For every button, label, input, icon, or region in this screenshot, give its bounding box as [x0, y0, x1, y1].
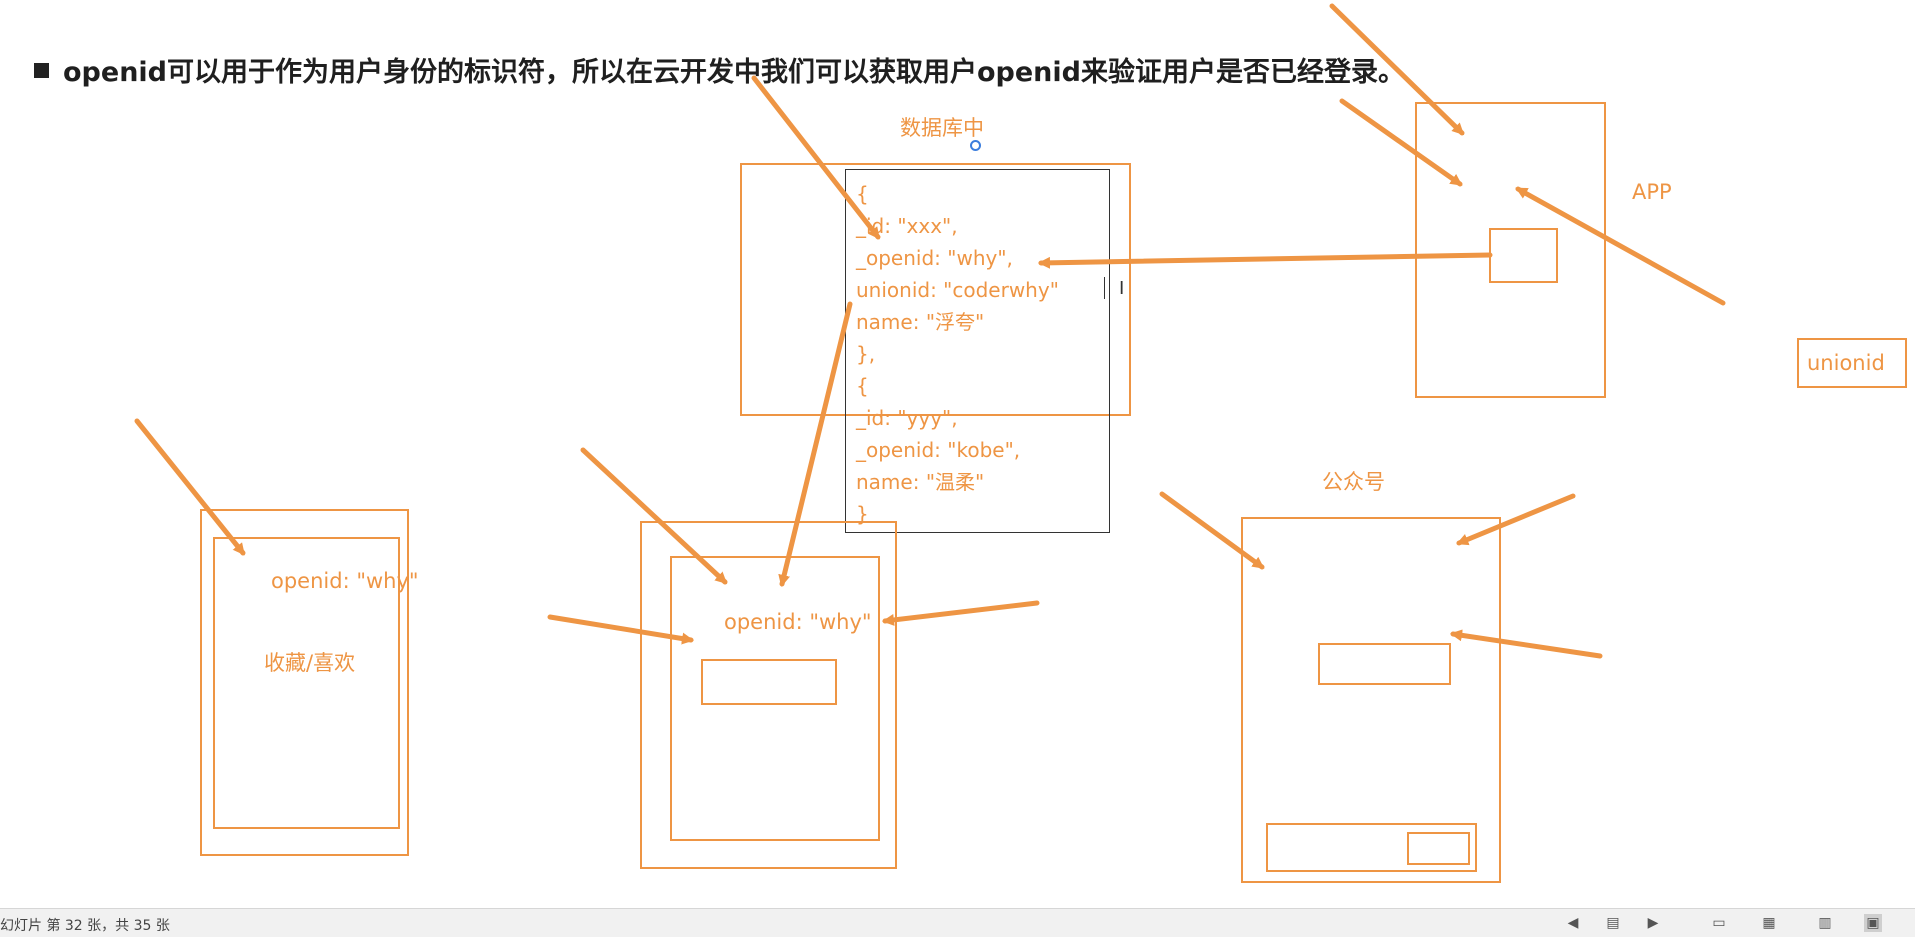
arrow [751, 75, 881, 240]
openid-label-left: openid: "why" [271, 569, 419, 593]
favorites-phone-inner [213, 537, 400, 829]
slideshow-next-icon[interactable]: ▶ [1647, 915, 1659, 931]
favorites-label: 收藏/喜欢 [264, 651, 356, 675]
official-account-label: 公众号 [1322, 470, 1385, 494]
database-label: 数据库中 [900, 116, 984, 140]
arrow [1038, 252, 1493, 269]
notes-icon[interactable]: ▤ [1606, 915, 1620, 931]
status-bar: 幻灯片 第 32 张，共 35 张 ◀ ▤ ▶ ▭ ▦ ▥ ▣ [0, 908, 1915, 937]
record-line: unionid: "coderwhy" [856, 278, 1059, 302]
slide-sorter-icon[interactable]: ▦ [1762, 915, 1776, 931]
official-account-bottom-bar [1266, 823, 1477, 872]
ibeam-cursor-icon: I [1119, 278, 1125, 299]
reading-view-icon[interactable]: ▥ [1818, 915, 1832, 931]
unionid-label: unionid [1807, 351, 1885, 375]
database-box [740, 163, 1131, 416]
slide-canvas: openid可以用于作为用户身份的标识符，所以在云开发中我们可以获取用户open… [34, 3, 1907, 883]
miniprogram-phone-inner [670, 556, 880, 841]
slideshow-prev-icon[interactable]: ◀ [1567, 915, 1579, 931]
record-line: _openid: "kobe", [856, 438, 1021, 462]
miniprogram-phone-outer [640, 521, 897, 869]
record-line: name: "浮夸" [856, 310, 985, 334]
arrow [1159, 491, 1265, 570]
unionid-box [1797, 338, 1907, 388]
arrow [547, 614, 694, 645]
slide-heading: openid可以用于作为用户身份的标识符，所以在云开发中我们可以获取用户open… [34, 50, 1405, 89]
official-account-bottom-button [1407, 832, 1470, 865]
database-records[interactable]: { _id: "xxx", _openid: "why", unionid: "… [856, 178, 1059, 530]
app-phone-box [1415, 102, 1606, 398]
text-box-selection[interactable] [845, 169, 1110, 533]
presenter-view-icon[interactable]: ▣ [1864, 914, 1882, 932]
favorites-phone-outer [200, 509, 409, 856]
arrow [882, 600, 1040, 626]
record-line: }, [856, 342, 876, 366]
arrow [1450, 629, 1603, 659]
arrow [1339, 98, 1463, 187]
slide-heading-text: openid可以用于作为用户身份的标识符，所以在云开发中我们可以获取用户open… [63, 57, 1405, 88]
record-line: _id: "yyy", [856, 406, 958, 430]
arrow [1329, 3, 1465, 136]
arrow [778, 301, 853, 587]
arrow [580, 447, 728, 585]
official-account-phone-box [1241, 517, 1501, 883]
arrow [134, 418, 246, 556]
record-line: name: "温柔" [856, 470, 985, 494]
text-cursor [1104, 277, 1105, 299]
app-label: APP [1632, 180, 1672, 204]
official-account-inner-box [1318, 643, 1451, 685]
record-line: { [856, 182, 869, 206]
arrow [1456, 493, 1576, 546]
normal-view-icon[interactable]: ▭ [1712, 915, 1726, 931]
arrow [1515, 186, 1726, 306]
openid-label-middle: openid: "why" [724, 610, 872, 634]
record-line: { [856, 374, 869, 398]
bullet-square-icon [34, 63, 49, 78]
slide-counter: 幻灯片 第 32 张，共 35 张 [0, 918, 170, 934]
miniprogram-inner-box [701, 659, 837, 705]
arrow-annotations [134, 3, 1726, 659]
record-line: _openid: "why", [856, 246, 1013, 270]
rotation-handle-icon[interactable] [970, 140, 981, 151]
record-line: } [856, 502, 869, 526]
